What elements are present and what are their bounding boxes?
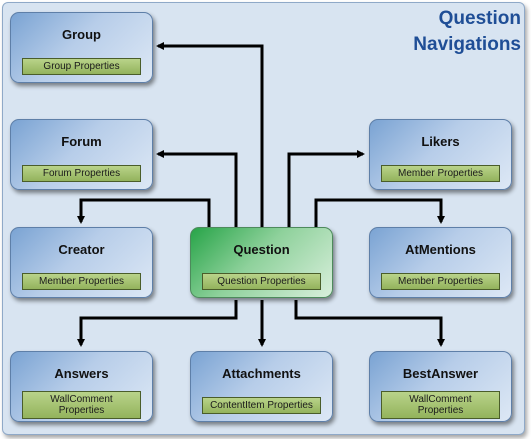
arrow-to-bestanswer [294,300,445,347]
node-question[interactable]: Question Question Properties [190,227,333,298]
node-group[interactable]: Group Group Properties [10,12,153,83]
node-bestanswer-props: WallComment Properties [381,391,500,419]
node-question-props: Question Properties [202,273,321,290]
node-answers-props-line2: Properties [58,405,105,416]
node-forum-name: Forum [61,134,102,149]
arrow-to-creator [77,198,211,229]
node-bestanswer[interactable]: BestAnswer WallComment Properties [369,351,512,422]
node-likers[interactable]: Likers Member Properties [369,119,512,190]
node-creator-props: Member Properties [22,273,141,290]
node-attachments-name: Attachments [222,366,301,381]
title-line-1: Question [438,8,521,29]
node-group-props: Group Properties [22,58,141,75]
node-group-name: Group [62,27,101,42]
node-answers-name: Answers [54,366,109,381]
node-atmentions[interactable]: AtMentions Member Properties [369,227,512,298]
node-creator-name: Creator [58,242,105,257]
arrow-to-atmentions [314,198,445,229]
node-bestanswer-props-line1: WallComment [409,394,472,405]
node-creator[interactable]: Creator Member Properties [10,227,153,298]
node-atmentions-props: Member Properties [381,273,500,290]
arrow-to-answers [77,300,238,347]
title-line-2: Navigations [413,34,521,55]
arrow-to-group [156,42,264,229]
node-answers[interactable]: Answers WallComment Properties [10,351,153,422]
node-attachments-props: ContentItem Properties [202,397,321,414]
node-bestanswer-props-line2: Properties [417,405,464,416]
node-answers-props: WallComment Properties [22,391,141,419]
node-forum[interactable]: Forum Forum Properties [10,119,153,190]
node-forum-props: Forum Properties [22,165,141,182]
node-answers-props-line1: WallComment [50,394,113,405]
node-likers-props: Member Properties [381,165,500,182]
diagram-title: Question Navigations [381,6,521,58]
node-attachments[interactable]: Attachments ContentItem Properties [190,351,333,422]
node-question-name: Question [233,242,290,257]
arrow-to-likers [287,150,365,229]
arrow-to-forum [156,150,238,229]
node-atmentions-name: AtMentions [405,242,476,257]
node-likers-name: Likers [421,134,460,149]
node-bestanswer-name: BestAnswer [402,366,479,381]
